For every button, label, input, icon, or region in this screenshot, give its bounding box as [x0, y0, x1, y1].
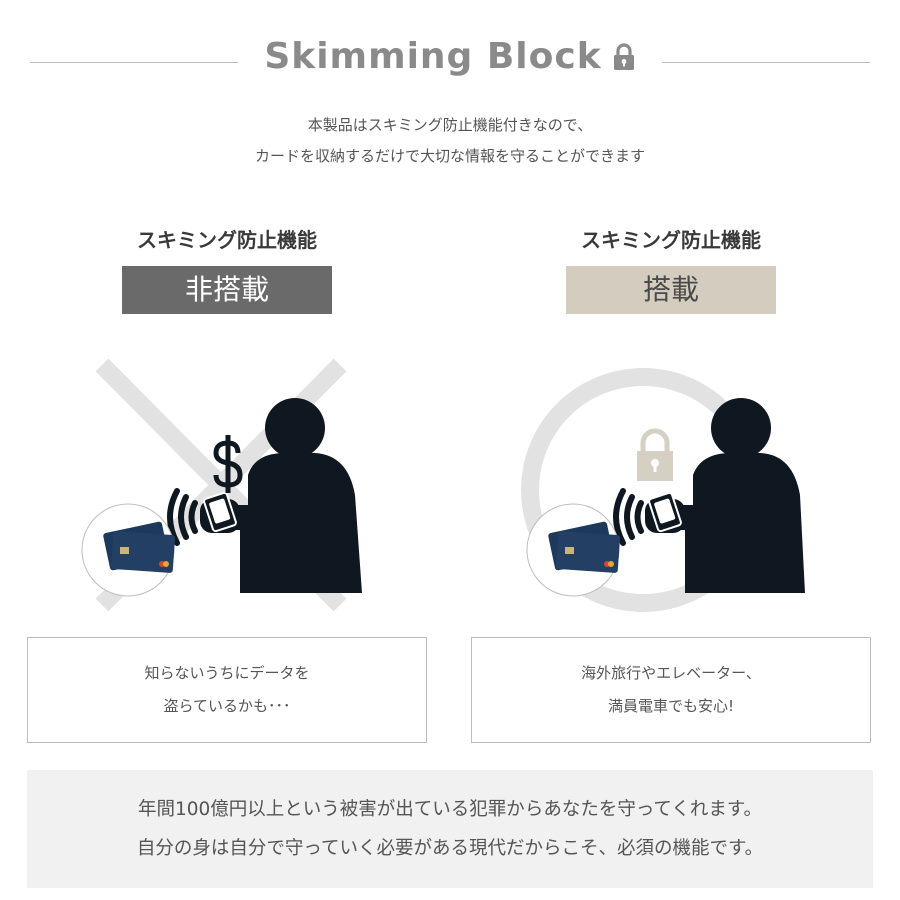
credit-card-icon [526, 503, 621, 597]
lock-icon [612, 39, 636, 80]
footer-line-2: 自分の身は自分で守っていく必要がある現代だからこそ、必須の機能です。 [136, 838, 764, 859]
credit-card-icon [81, 503, 176, 597]
lock-icon [637, 428, 673, 481]
right-heading: スキミング防止機能 [581, 228, 761, 252]
right-caption-box: 海外旅行やエレベーター、 満員電車でも安心! [471, 637, 871, 743]
page-title-wrap: Skimming Block [0, 36, 900, 80]
signal-waves-icon [167, 488, 198, 546]
left-caption-line-1: 知らないうちにデータを [144, 664, 310, 682]
left-caption-box: 知らないうちにデータを 盗らているかも･･･ [27, 637, 427, 743]
right-caption-line-2: 満員電車でも安心! [607, 697, 734, 715]
badge-not-equipped: 非搭載 [122, 266, 332, 314]
footer-line-1: 年間100億円以上という被害が出ている犯罪からあなたを守ってくれます。 [138, 799, 762, 820]
header-rule-left [30, 62, 238, 63]
right-illustration [521, 368, 805, 612]
intro-line-2: カードを収納するだけで大切な情報を守ることができます [254, 147, 645, 165]
phone-icon [648, 491, 682, 533]
header-rule-right [662, 62, 870, 63]
footer-banner: 年間100億円以上という被害が出ている犯罪からあなたを守ってくれます。 自分の身… [27, 770, 873, 888]
intro-line-1: 本製品はスキミング防止機能付きなので、 [307, 116, 593, 134]
phone-icon [203, 491, 237, 533]
signal-waves-icon [613, 488, 644, 546]
page-title: Skimming Block [264, 36, 602, 77]
left-heading: スキミング防止機能 [137, 228, 317, 252]
dollar-icon [213, 435, 243, 493]
right-caption-line-1: 海外旅行やエレベーター、 [581, 664, 761, 682]
badge-equipped: 搭載 [566, 266, 776, 314]
left-caption-line-2: 盗らているかも･･･ [163, 697, 291, 715]
left-illustration [81, 358, 362, 612]
